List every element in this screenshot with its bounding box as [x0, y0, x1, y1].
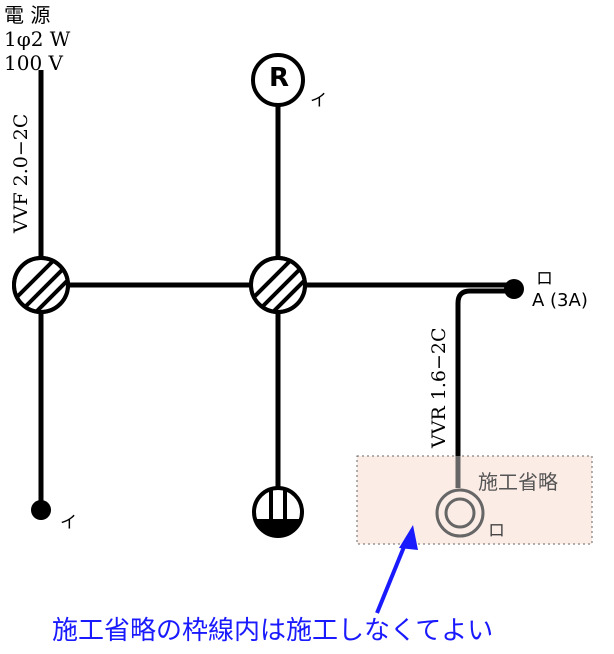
lighting-fixture-icon [252, 486, 304, 538]
switch-label: A (3A) [532, 290, 588, 311]
omission-label: 施工省略 [478, 470, 558, 494]
pendant-tag: イ [60, 513, 77, 533]
power-source-line2: 1φ2 W [4, 27, 71, 51]
switch-tag: ロ [536, 269, 553, 289]
junction-box-left [12, 256, 70, 314]
lamp-icon [435, 488, 485, 538]
arrow-icon [375, 525, 418, 614]
cable-label-vvr: VVR 1.6−2C [428, 327, 450, 448]
power-source-line1: 電 源 [4, 3, 51, 27]
power-source-line3: 100 V [4, 51, 63, 75]
cable-label-vvf: VVF 2.0−2C [10, 113, 32, 233]
junction-box-center [249, 256, 307, 314]
receptacle-tag: イ [310, 91, 327, 111]
receptacle-letter: R [268, 63, 290, 93]
switch-dot [504, 279, 524, 299]
outlet-dot-left [31, 500, 51, 520]
omission-note: 施工省略の枠線内は施工しなくてよい [52, 616, 494, 646]
wires [38, 70, 514, 505]
receptacle-symbol [251, 53, 305, 107]
lamp-tag: ロ [488, 521, 505, 541]
